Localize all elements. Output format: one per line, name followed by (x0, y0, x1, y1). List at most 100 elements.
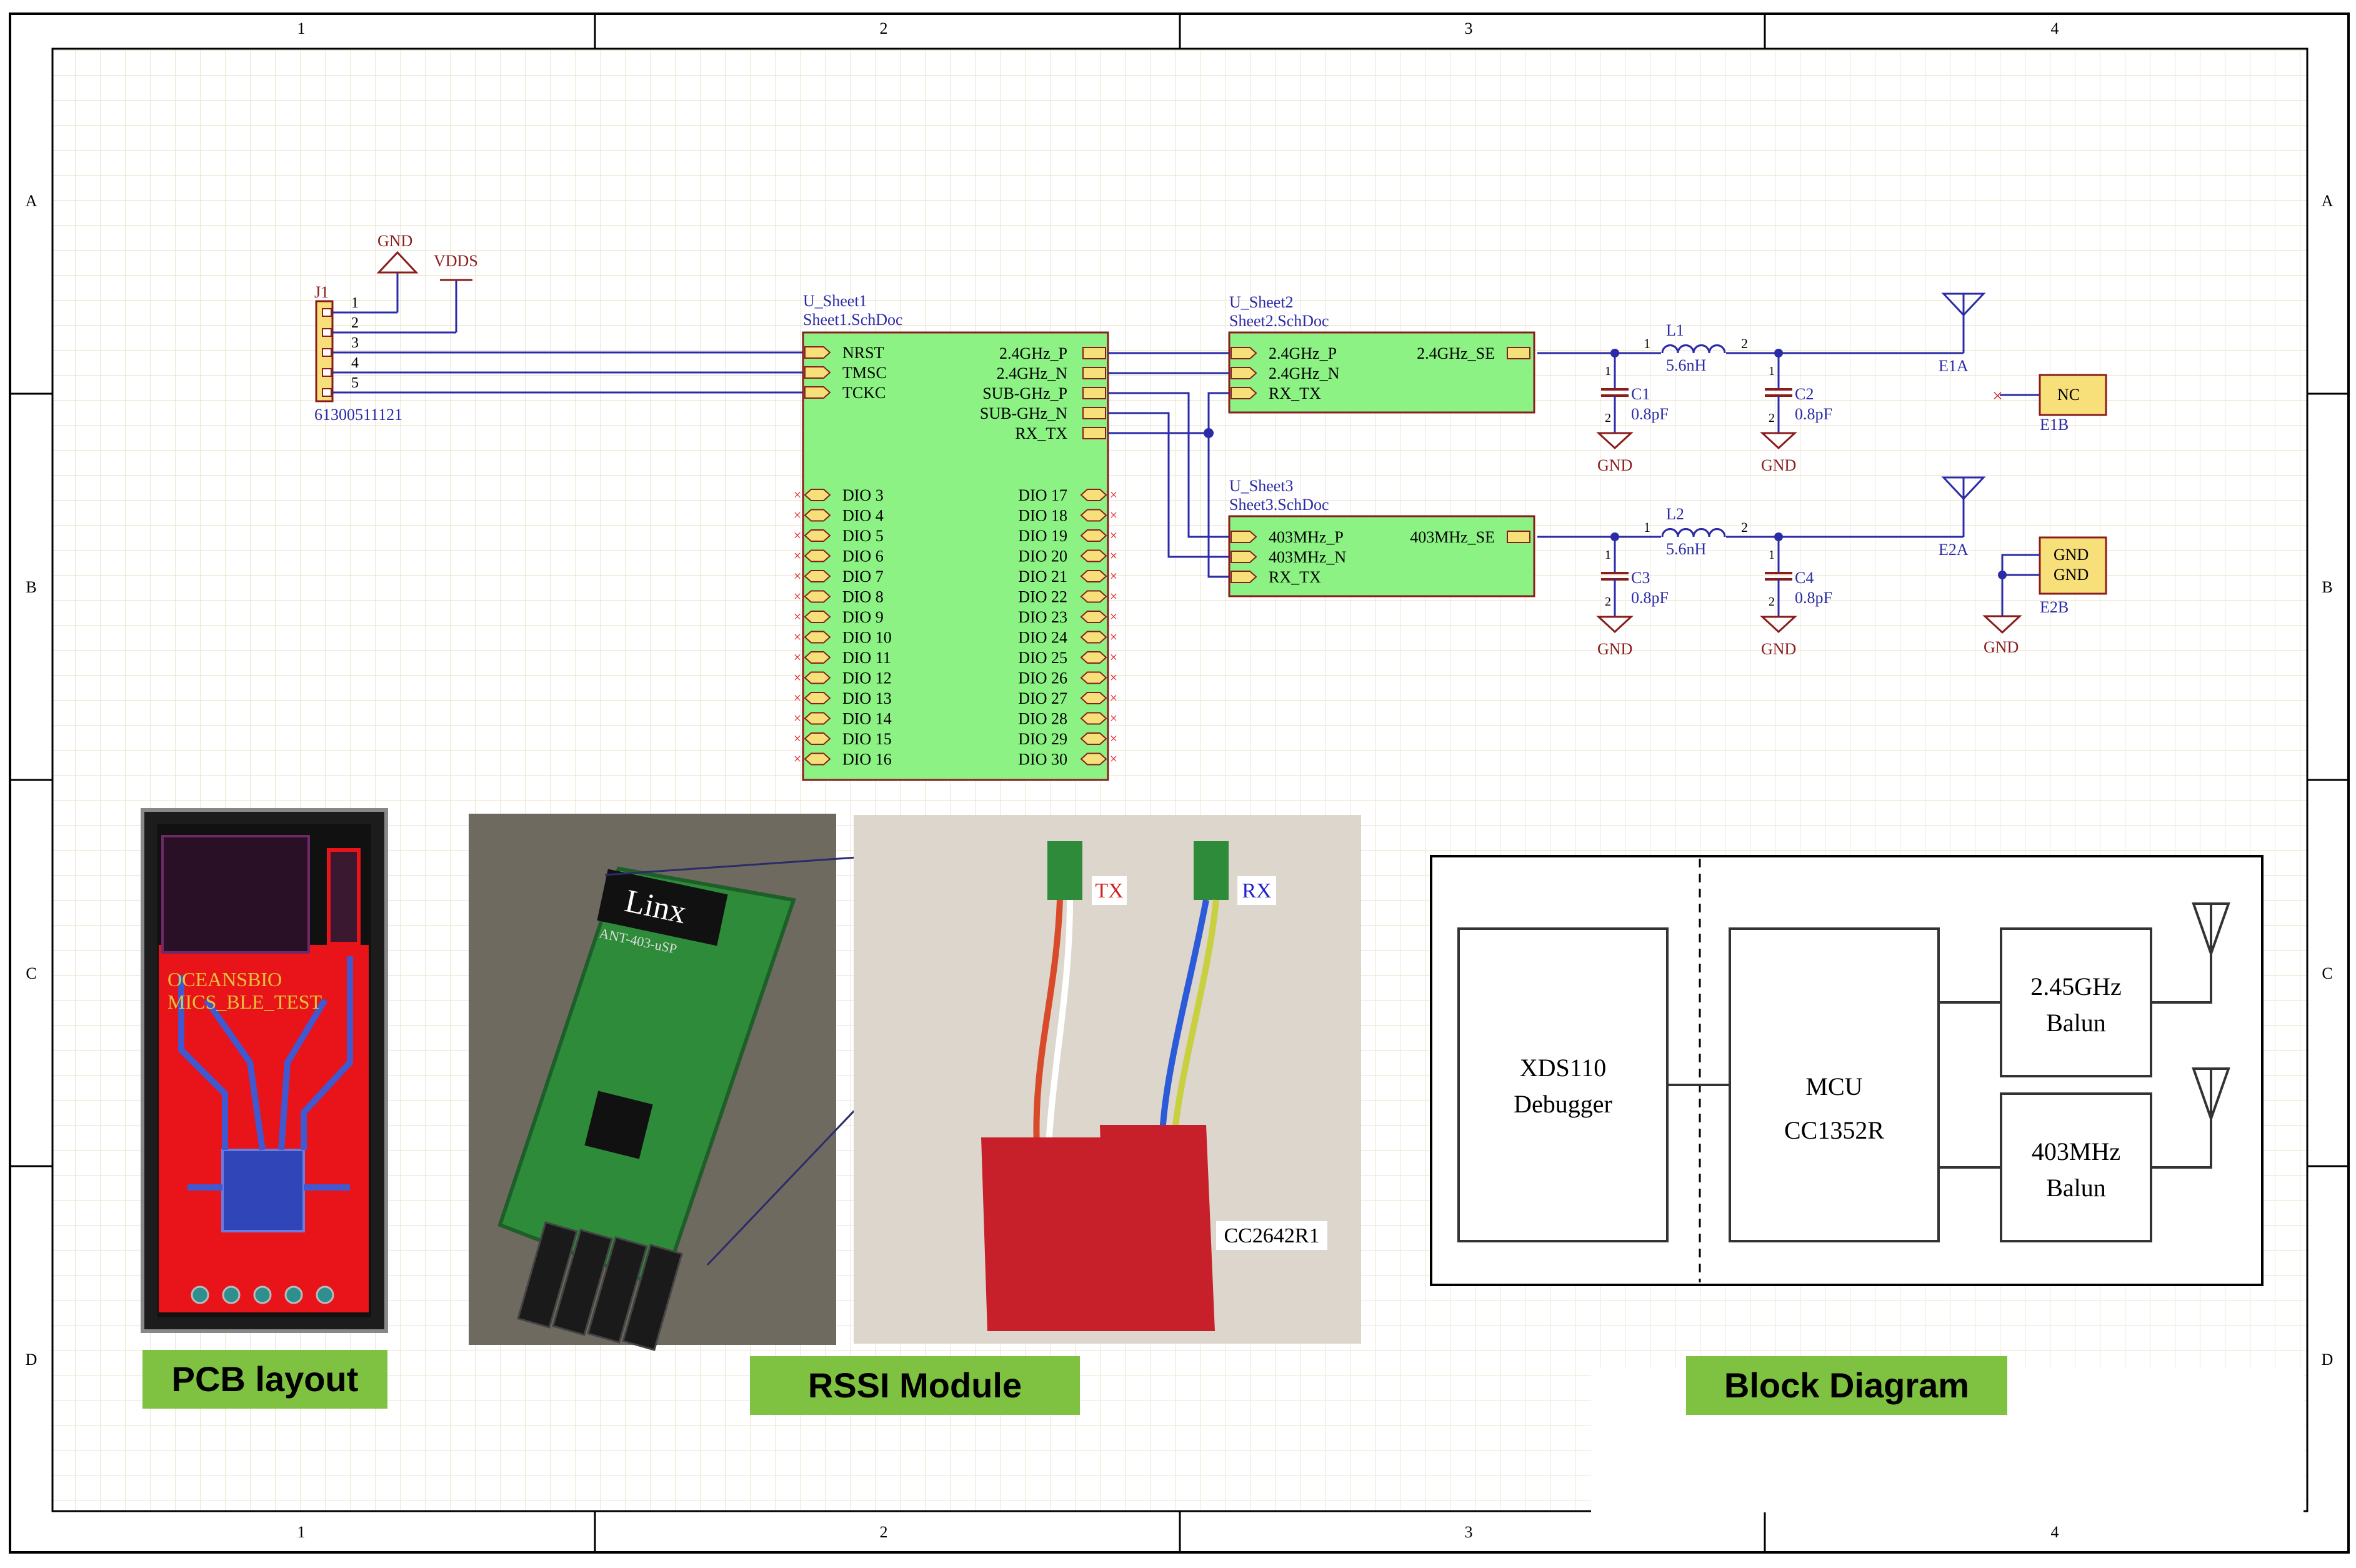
inductor-value: 5.6nH (1666, 540, 1707, 558)
col-label-bottom-1: 1 (297, 1523, 306, 1541)
sheet1-dio-right: DIO 25 (1018, 649, 1067, 667)
no-connect-icon: × (1110, 711, 1117, 726)
sheet1-dio-right: DIO 30 (1018, 751, 1067, 769)
sheet-symbol-3[interactable]: U_Sheet3 Sheet3.SchDoc (1228, 477, 1535, 597)
sheet-port-403mhz-n: 403MHz_N (1269, 548, 1346, 566)
sheet1-dio-right: DIO 22 (1018, 588, 1067, 606)
sheet-port-rx-tx: RX_TX (1269, 384, 1321, 402)
caption-rssi-module: RSSI Module (750, 1356, 1080, 1415)
pad-e1b-ref: E1B (2040, 416, 2069, 434)
junction-dot (1204, 428, 1214, 438)
sheet-entry-icon (1230, 367, 1257, 379)
no-connect-icon: × (794, 548, 801, 564)
sheet-entry-icon (804, 651, 831, 664)
col-label-top-2: 2 (880, 19, 888, 37)
pad-e2b-gnd-1: GND (2054, 546, 2089, 564)
caption-pcb-layout: PCB layout (142, 1350, 387, 1409)
sheet-entry-icon (1080, 509, 1107, 522)
sheet-entry-icon (1080, 549, 1107, 562)
sheet1-dio-right: DIO 27 (1018, 689, 1067, 707)
sheet1-dio-right: DIO 26 (1018, 669, 1067, 687)
sheet1-dio-left: DIO 16 (842, 751, 892, 769)
j1-pin-1: 1 (351, 295, 359, 311)
no-connect-icon: × (794, 711, 801, 726)
sheet-symbol-1[interactable]: U_Sheet1 Sheet1.SchDoc (802, 292, 1109, 781)
balun1-line1: 2.45GHz (2030, 972, 2122, 1001)
sheet1-dio-left: DIO 4 (842, 507, 884, 525)
capacitor-ref: C3 (1631, 569, 1650, 587)
sheet1-port-sub-ghz-n: SUB-GHz_N (980, 404, 1067, 422)
mcu-line1: MCU (1805, 1072, 1862, 1101)
sheet-port-403mhz-p: 403MHz_P (1269, 528, 1344, 546)
gnd-symbol-icon (1760, 432, 1797, 450)
sheet-entry-icon (804, 570, 831, 582)
no-connect-icon: × (794, 670, 801, 686)
inductor-pin-2: 2 (1741, 336, 1748, 351)
sheet3-name: U_Sheet3 (1229, 477, 1294, 495)
sheet-port-2-4ghz-p: 2.4GHz_P (1269, 344, 1337, 362)
no-connect-icon: × (1110, 629, 1117, 645)
mcu-line2: CC1352R (1784, 1116, 1884, 1144)
balun2-line2: Balun (2046, 1174, 2106, 1202)
sheet-entry-icon (1080, 712, 1107, 725)
no-connect-icon: × (1110, 568, 1117, 584)
sheet1-dio-right: DIO 24 (1018, 629, 1067, 647)
j1-pin-2: 2 (351, 315, 359, 331)
j1-power-ports: GND VDDS (376, 232, 478, 332)
no-connect-icon: × (794, 527, 801, 543)
sheet-entry-icon (804, 692, 831, 704)
sheet1-dio-left: DIO 14 (842, 710, 892, 728)
sheet-entry-icon (804, 611, 831, 623)
inductor-icon (1661, 528, 1679, 537)
no-connect-icon: × (794, 690, 801, 706)
debugger-line2: Debugger (1514, 1090, 1612, 1118)
sheet-entry-icon (1507, 531, 1530, 543)
connector-j1[interactable]: J1 1 2 3 4 5 61300511121 (314, 283, 805, 424)
sheet1-dio-left: DIO 6 (842, 547, 884, 566)
sheet-entry-icon (804, 732, 831, 745)
antenna-e1a-label: E1A (1939, 357, 1969, 375)
sheet1-dio-left: DIO 10 (842, 629, 892, 647)
row-label-right-B: B (2322, 578, 2332, 596)
sheet1-port-2-4ghz-n: 2.4GHz_N (997, 364, 1068, 382)
gnd-label: GND (1597, 456, 1632, 474)
no-connect-icon: × (1992, 386, 2003, 406)
row-label-right-C: C (2322, 964, 2332, 982)
sheet1-port-sub-ghz-p: SUB-GHz_P (982, 384, 1067, 402)
sheet-entry-icon (1507, 347, 1530, 359)
sheet-port-2-4ghz-n: 2.4GHz_N (1269, 364, 1340, 382)
sheet2-file: Sheet2.SchDoc (1229, 312, 1329, 330)
sheet-symbol-2[interactable]: U_Sheet2 Sheet2.SchDoc (1228, 293, 1535, 414)
sheet-entry-icon (1230, 551, 1257, 563)
inductor-icon (1708, 344, 1726, 354)
sheet-entry-icon (804, 712, 831, 725)
col-label-top-4: 4 (2051, 19, 2059, 37)
no-connect-icon: × (794, 731, 801, 746)
j1-pin-4: 4 (351, 355, 359, 371)
inductor-icon (1661, 344, 1679, 354)
no-connect-icon: × (1110, 670, 1117, 686)
sheet-entry-icon (804, 529, 831, 542)
rx-tag: RX (1242, 879, 1271, 902)
sheet2-name: U_Sheet2 (1229, 293, 1294, 311)
sheet1-port-2-4ghz-p: 2.4GHz_P (999, 344, 1067, 362)
sheet1-dio-left: DIO 9 (842, 608, 884, 626)
sheet1-dio-right: DIO 29 (1018, 730, 1067, 748)
pad-e1b[interactable]: × NC E1B (1992, 374, 2107, 434)
sheet1-dio-left: DIO 12 (842, 669, 892, 687)
no-connect-icon: × (794, 589, 801, 604)
row-label-left-D: D (26, 1351, 37, 1369)
interconnect-wires (1108, 352, 1964, 578)
row-label-left-B: B (26, 578, 36, 596)
pad-e2b[interactable]: GND GND E2B GND (1982, 536, 2107, 656)
sheet1-dio-right: DIO 20 (1018, 547, 1067, 566)
gnd-symbol-icon (1596, 616, 1634, 634)
sheet1-dio-left: DIO 5 (842, 527, 884, 545)
sheet-entry-icon (804, 671, 831, 684)
col-label-bottom-4: 4 (2051, 1523, 2059, 1541)
sheet-entry-icon (804, 366, 831, 379)
sheet-entry-icon (804, 509, 831, 522)
tx-tag: TX (1095, 879, 1123, 902)
sheet-entry-icon (1080, 631, 1107, 644)
pad-e2b-gnd-label: GND (1984, 638, 2019, 656)
